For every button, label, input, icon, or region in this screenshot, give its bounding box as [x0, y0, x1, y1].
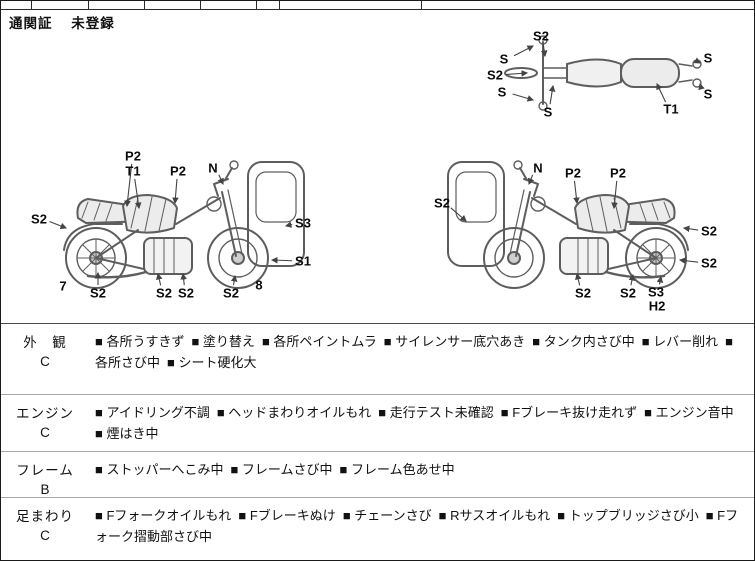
defect-item: ■ レバー削れ — [641, 334, 719, 349]
table-remnant-divider — [279, 1, 280, 9]
defect-item: ■ Fブレーキ抜け走れず — [500, 405, 638, 420]
inspection-grade: C — [40, 354, 50, 369]
inspection-row: 足まわり C ■ Fフォークオイルもれ ■ Fブレーキぬけ ■ チェーンさび ■ Rサスオ… — [1, 497, 754, 560]
inspection-row: フレーム B ■ ストッパーへこみ中 ■ フレームさび中 ■ フレーム色あせ中 — [1, 451, 754, 497]
table-remnant-divider — [31, 1, 32, 9]
defect-item: ■ 各所ペイントムラ — [261, 334, 377, 349]
inspection-row: 外 観 C ■ 各所うすきず ■ 塗り替え ■ 各所ペイントムラ ■ サイレンサー底穴あき… — [1, 324, 754, 394]
table-remnant-divider — [421, 1, 422, 9]
defect-item: ■ ストッパーへこみ中 — [95, 462, 224, 477]
defect-item: ■ シート硬化大 — [167, 355, 257, 370]
diagram-condition-label: N — [533, 160, 543, 176]
inspection-grade: C — [40, 528, 50, 543]
diagram-condition-label: T1 — [125, 163, 141, 179]
diagram-condition-label: S2 — [701, 255, 717, 271]
inspection-details: ■ ストッパーへこみ中 ■ フレームさび中 ■ フレーム色あせ中 — [89, 452, 754, 480]
diagram-condition-label: P2 — [610, 165, 626, 181]
diagram-arrows — [49, 163, 293, 286]
diagram-condition-label: P2 — [125, 148, 141, 164]
defect-item: ■ 各所うすきず — [95, 334, 185, 349]
defect-item: ■ 煙はき中 — [95, 426, 159, 441]
diagram-condition-label: H2 — [648, 298, 666, 314]
inspection-rows: 外 観 C ■ 各所うすきず ■ 塗り替え ■ 各所ペイントムラ ■ サイレンサー底穴あき… — [1, 324, 754, 560]
defect-item: ■ Fフォークオイルもれ — [95, 508, 232, 523]
diagram-condition-label: S2 — [434, 195, 450, 211]
diagram-condition-label: T1 — [663, 101, 679, 117]
inspection-category-name: フレーム — [16, 463, 74, 478]
inspection-details: ■ 各所うすきず ■ 塗り替え ■ 各所ペイントムラ ■ サイレンサー底穴あき ■ タン… — [89, 324, 754, 373]
table-remnant-divider — [200, 1, 201, 9]
diagram-condition-label: S — [543, 104, 553, 120]
defect-item: ■ 塗り替え — [191, 334, 255, 349]
defect-item: ■ 各所さび中 — [95, 334, 734, 370]
motorcycle-top-view-art — [504, 35, 702, 111]
diagram-condition-label: S2 — [156, 285, 172, 301]
diagram-condition-label: S2 — [487, 67, 503, 83]
diagram-condition-label: S2 — [223, 285, 239, 301]
inspection-category-name: エンジン — [16, 406, 74, 421]
defect-item: ■ タンク内さび中 — [532, 334, 635, 349]
diagram-condition-label: N — [208, 160, 218, 176]
diagram-condition-label: S1 — [295, 253, 311, 269]
table-remnant-divider — [88, 1, 89, 9]
diagram-condition-label: 7 — [59, 278, 67, 294]
diagram-condition-label: S2 — [620, 285, 636, 301]
inspection-grade: B — [40, 482, 50, 497]
inspection-details: ■ アイドリング不調 ■ ヘッドまわりオイルもれ ■ 走行テスト未確認 ■ Fブレーキ… — [89, 395, 754, 444]
defect-item: ■ アイドリング不調 — [95, 405, 210, 420]
diagram-condition-label: 8 — [255, 277, 263, 293]
inspection-details: ■ Fフォークオイルもれ■ Fブレーキぬけ■ チェーンさび■ Rサスオイルもれ■… — [89, 498, 754, 547]
defect-item: ■ トップブリッジさび小 — [557, 508, 699, 523]
diagram-condition-label: S2 — [31, 211, 47, 227]
diagram-condition-label: S2 — [178, 285, 194, 301]
defect-item: ■ フレームさび中 — [230, 462, 333, 477]
inspection-grade: C — [40, 425, 50, 440]
inspection-table: 外 観 C ■ 各所うすきず ■ 塗り替え ■ 各所ペイントムラ ■ サイレンサー底穴あき… — [1, 323, 754, 560]
defect-item: ■ ヘッドまわりオイルもれ — [216, 405, 372, 420]
inspection-category-name: 足まわり — [16, 509, 74, 524]
defect-item: ■ Rサスオイルもれ — [438, 508, 551, 523]
defect-item: ■ フレーム色あせ中 — [339, 462, 455, 477]
diagram-arrows — [505, 43, 705, 105]
customs-status-line: 通関証 未登録 — [9, 12, 115, 32]
customs-status-value: 未登録 — [71, 16, 115, 31]
diagram-arrows — [450, 174, 699, 286]
table-remnant-divider — [144, 1, 145, 9]
diagram-condition-label: S2 — [701, 223, 717, 239]
inspection-category-name: 外 観 — [23, 335, 67, 350]
defect-item: ■ エンジン音中 — [644, 405, 734, 420]
defect-item: ■ サイレンサー底穴あき — [383, 334, 526, 349]
diagram-condition-label: P2 — [565, 165, 581, 181]
inspection-category-cell: 足まわり C — [1, 498, 89, 543]
defect-item: ■ 走行テスト未確認 — [378, 405, 494, 420]
diagram-condition-label: S — [703, 50, 713, 66]
diagram-condition-label: S2 — [90, 285, 106, 301]
table-remnant-strip — [1, 1, 754, 10]
diagram-condition-label: S2 — [575, 285, 591, 301]
diagram-condition-label: P2 — [170, 163, 186, 179]
inspection-category-cell: 外 観 C — [1, 324, 89, 369]
defect-item: ■ チェーンさび — [342, 508, 432, 523]
diagram-condition-label: S — [703, 86, 713, 102]
customs-label: 通関証 — [9, 16, 53, 31]
inspection-category-cell: フレーム B — [1, 452, 89, 497]
table-remnant-divider — [256, 1, 257, 9]
diagram-condition-label: S3 — [648, 284, 664, 300]
defect-item: ■ Fブレーキぬけ — [238, 508, 336, 523]
diagram-condition-label: S3 — [295, 215, 311, 231]
inspection-category-cell: エンジン C — [1, 395, 89, 440]
defect-item: ■ Fフォーク摺動部さび中 — [95, 508, 739, 544]
diagram-condition-label: S2 — [533, 28, 549, 44]
diagram-condition-label: S — [499, 51, 509, 67]
diagram-condition-label: S — [497, 84, 507, 100]
